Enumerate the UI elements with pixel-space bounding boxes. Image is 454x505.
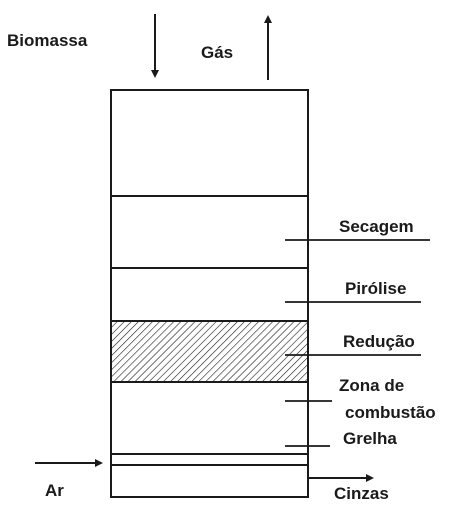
reactor-body: [110, 89, 309, 498]
zone-label-grelha: Grelha: [343, 429, 397, 448]
zone-label-reducao: Redução: [343, 332, 415, 351]
zone-label-pirolise: Pirólise: [345, 279, 406, 298]
zone-label-combustao-line1: Zona de: [339, 376, 404, 395]
reduction-zone-hatch: [110, 320, 309, 383]
zone-label-combustao-line2: combustão: [345, 403, 436, 422]
ash-label: Cinzas: [334, 484, 389, 503]
air-label: Ar: [45, 481, 64, 500]
biomass-label: Biomassa: [7, 31, 88, 50]
gas-label: Gás: [201, 43, 233, 62]
zone-label-secagem: Secagem: [339, 217, 414, 236]
